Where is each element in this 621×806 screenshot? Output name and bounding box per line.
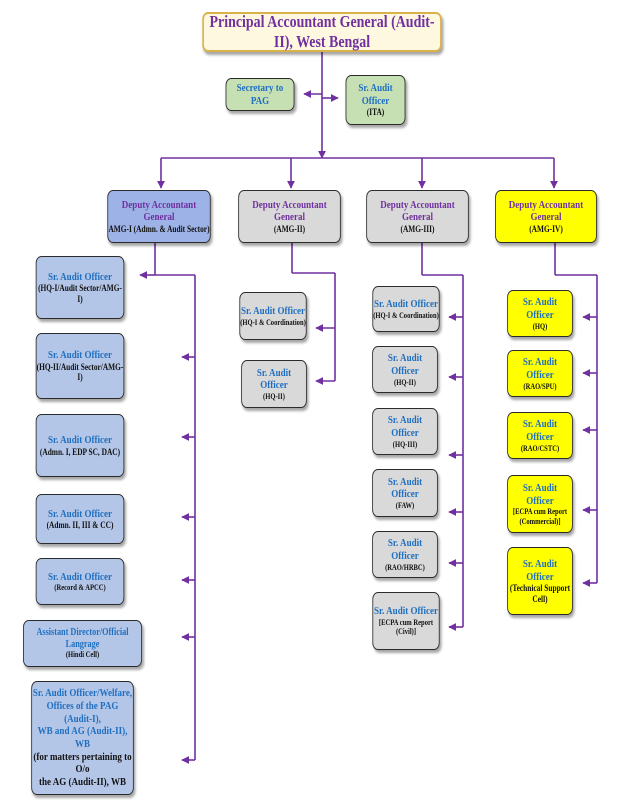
item-title: Sr. Audit Officer xyxy=(47,270,113,283)
amg-1-item-welfare: Sr. Audit Officer/Welfare, Offices of th… xyxy=(31,681,134,795)
item-sub: (HQ-I & Coordination) xyxy=(240,317,306,327)
item-sub: (HQ-II) xyxy=(394,377,416,387)
amg-4-item-cstc: Sr. Audit Officer (RAO/CSTC) xyxy=(507,412,573,459)
node-pag: Principal Accountant General (Audit-II),… xyxy=(202,12,442,52)
item-sub: (HQ-I & Coordination) xyxy=(373,310,439,320)
amg-1-sub: AMG-I (Admn. & Audit Sector) xyxy=(108,223,210,234)
item-title: Sr. Audit Officer xyxy=(240,305,306,318)
item-title: Sr. Audit Officer xyxy=(47,570,113,583)
item-sub: (RAO/SPU) xyxy=(523,381,557,391)
item-title: Sr. Audit Officer xyxy=(387,414,423,439)
item-title: Sr. Audit Officer xyxy=(387,352,423,377)
amg-3-item-hq1: Sr. Audit Officer (HQ-I & Coordination) xyxy=(372,286,440,332)
welfare-line3: WB and AG (Audit-II), WB xyxy=(37,725,128,750)
amg-1-item-hindi: Assistant Director/Official Langrage (Hi… xyxy=(23,620,142,667)
item-sub: (Hindi Cell) xyxy=(65,650,100,660)
amg-3-title: Deputy Accountant General xyxy=(380,198,455,224)
amg-1-item-hq2: Sr. Audit Officer (HQ-II/Audit Sector/AM… xyxy=(35,333,125,399)
node-amg-2: Deputy Accountant General (AMG-II) xyxy=(238,190,341,243)
item-title: Sr. Audit Officer xyxy=(373,298,439,311)
welfare-line5: the AG (Audit-II), WB xyxy=(38,775,127,788)
node-secretary: Secretary to PAG xyxy=(225,78,295,111)
amg-3-item-hrbc: Sr. Audit Officer (RAO/HRBC) xyxy=(372,531,438,578)
secretary-label: Secretary to PAG xyxy=(236,81,284,107)
amg-4-title: Deputy Accountant General xyxy=(508,198,584,224)
item-sub: (HQ) xyxy=(532,321,548,331)
ita-title: Sr. Audit Officer xyxy=(358,82,393,107)
amg-1-title: Deputy Accountant General xyxy=(121,198,197,224)
item-sub: (Admn. II, III & CC) xyxy=(46,520,114,531)
amg-4-sub: (AMG-IV) xyxy=(529,223,563,234)
item-title: Sr. Audit Officer xyxy=(373,605,439,618)
item-sub: (HQ-II) xyxy=(263,392,285,402)
amg-2-sub: (AMG-II) xyxy=(273,223,306,234)
welfare-line2: Offices of the PAG (Audit-I), xyxy=(46,700,119,725)
item-sub: (HQ-I/Audit Sector/AMG-I) xyxy=(38,283,122,304)
item-title: Sr. Audit Officer xyxy=(522,418,558,443)
item-title: Sr. Audit Officer xyxy=(387,475,423,501)
welfare-line1: Sr. Audit Officer/Welfare, xyxy=(32,687,133,700)
node-amg-3: Deputy Accountant General (AMG-III) xyxy=(366,190,469,243)
item-title: Sr. Audit Officer xyxy=(256,366,292,392)
amg-4-item-hq: Sr. Audit Officer (HQ) xyxy=(507,290,573,337)
item-sub2: Cell) xyxy=(532,593,548,604)
node-amg-4: Deputy Accountant General (AMG-IV) xyxy=(495,190,597,243)
pag-title: Principal Accountant General (Audit-II),… xyxy=(209,12,435,51)
item-title: Sr. Audit Officer xyxy=(522,296,558,321)
amg-3-item-faw: Sr. Audit Officer (FAW) xyxy=(372,469,438,517)
item-title: Sr. Audit Officer xyxy=(47,349,113,362)
amg-2-item-hq2: Sr. Audit Officer (HQ-II) xyxy=(241,360,307,408)
amg-4-item-tech: Sr. Audit Officer (Technical Support Cel… xyxy=(507,547,573,615)
item-title: Sr. Audit Officer xyxy=(47,507,113,520)
item-title: Sr. Audit Officer xyxy=(522,482,558,507)
amg-1-item-admn1: Sr. Audit Officer (Admn. I, EDP SC, DAC) xyxy=(35,414,125,477)
item-sub: (RAO/HRBC) xyxy=(385,562,425,572)
item-sub2: (Civil)] xyxy=(395,627,417,637)
item-title: Sr. Audit Officer xyxy=(47,434,113,446)
item-sub: [ECPA cum Report xyxy=(378,618,434,628)
node-ita: Sr. Audit Officer (ITA) xyxy=(345,75,406,125)
amg-2-title: Deputy Accountant General xyxy=(252,198,327,224)
amg-4-item-ecpa: Sr. Audit Officer [ECPA cum Report (Comm… xyxy=(507,475,573,533)
item-title: Assistant Director/Official Langrage xyxy=(36,627,129,650)
welfare-line4: (for matters pertaining to O/o xyxy=(33,750,132,776)
amg-2-item-hq1: Sr. Audit Officer (HQ-I & Coordination) xyxy=(239,292,307,340)
node-amg-1: Deputy Accountant General AMG-I (Admn. &… xyxy=(107,190,211,243)
amg-4-item-spu: Sr. Audit Officer (RAO/SPU) xyxy=(507,350,573,397)
item-sub: (Technical Support xyxy=(509,583,571,594)
item-sub: (Admn. I, EDP SC, DAC) xyxy=(39,446,121,457)
item-title: Sr. Audit Officer xyxy=(387,537,423,562)
item-sub: (RAO/CSTC) xyxy=(520,443,560,453)
item-title: Sr. Audit Officer xyxy=(522,356,558,381)
item-sub: (HQ-II/Audit Sector/AMG-I) xyxy=(36,361,124,383)
ita-sub: (ITA) xyxy=(366,107,385,118)
item-sub: (HQ-III) xyxy=(392,439,418,449)
amg-3-sub: (AMG-III) xyxy=(400,223,435,234)
item-sub2: (Commercial)] xyxy=(519,516,561,526)
amg-3-item-ecpa: Sr. Audit Officer [ECPA cum Report (Civi… xyxy=(372,592,440,650)
amg-3-item-hq3: Sr. Audit Officer (HQ-III) xyxy=(372,408,438,455)
item-sub: (FAW) xyxy=(395,501,415,511)
item-sub: (Record & APCC) xyxy=(54,583,106,593)
item-sub: [ECPA cum Report xyxy=(512,507,568,517)
amg-3-item-hq2: Sr. Audit Officer (HQ-II) xyxy=(372,346,438,393)
amg-1-item-admn2: Sr. Audit Officer (Admn. II, III & CC) xyxy=(35,494,125,544)
amg-1-item-hq1: Sr. Audit Officer (HQ-I/Audit Sector/AMG… xyxy=(35,256,125,319)
item-title: Sr. Audit Officer xyxy=(522,558,558,583)
amg-1-item-record: Sr. Audit Officer (Record & APCC) xyxy=(35,558,125,605)
